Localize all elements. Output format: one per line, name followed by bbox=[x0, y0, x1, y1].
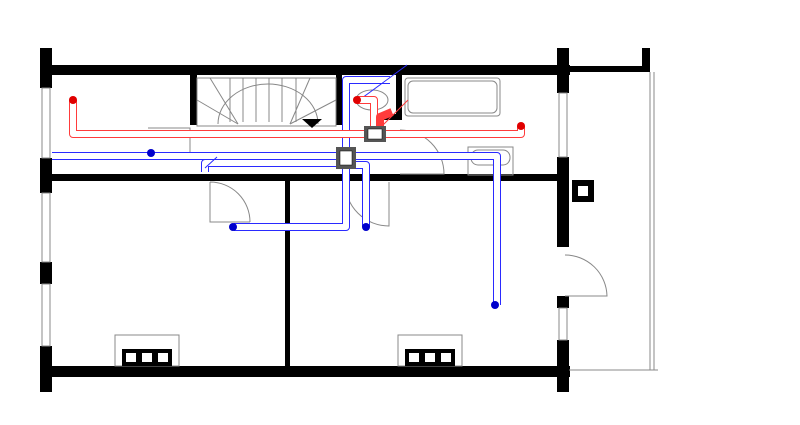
bottom-wall bbox=[40, 366, 570, 377]
door-bedroom-left bbox=[209, 181, 251, 223]
stair-outline bbox=[196, 77, 337, 127]
right-wall-bottom bbox=[557, 340, 569, 392]
bedroom-divider-wall bbox=[285, 181, 290, 366]
supply-terminal bbox=[69, 96, 77, 104]
stair-step bbox=[289, 99, 337, 125]
left-wall-mid2 bbox=[40, 262, 52, 284]
ventilation-unit-supply bbox=[364, 126, 386, 142]
radiator-cell bbox=[126, 353, 136, 362]
door-annex bbox=[564, 254, 608, 297]
exhaust-arrow-2 bbox=[204, 156, 218, 169]
stair-wall-left bbox=[190, 75, 197, 125]
exhaust-arrow bbox=[361, 64, 408, 99]
right-wall-low bbox=[557, 296, 569, 308]
exhaust-terminal bbox=[362, 223, 370, 231]
annex-top-wall bbox=[569, 66, 649, 72]
unit-core bbox=[339, 150, 353, 166]
supply-duct-toilet-inner bbox=[357, 97, 377, 130]
radiator-cell bbox=[441, 353, 451, 362]
supply-ducts bbox=[69, 96, 525, 138]
unit-core bbox=[367, 128, 383, 140]
exhaust-terminal bbox=[147, 149, 155, 157]
ventilation-unit-exhaust bbox=[336, 147, 356, 169]
stair-step bbox=[289, 77, 311, 125]
right-wall-mid bbox=[557, 157, 569, 247]
exhaust-terminal bbox=[491, 301, 499, 309]
sink bbox=[467, 146, 514, 176]
annex-post bbox=[642, 48, 650, 72]
bathtub bbox=[404, 77, 501, 117]
left-wall-top bbox=[40, 48, 52, 88]
windows bbox=[41, 72, 658, 371]
supply-duct-bath bbox=[376, 108, 394, 130]
window-left-3 bbox=[41, 283, 51, 347]
stair-step bbox=[196, 99, 239, 125]
radiator-cell bbox=[142, 353, 152, 362]
exhaust-ducts bbox=[52, 64, 501, 309]
walls bbox=[40, 48, 650, 392]
stair-step bbox=[209, 77, 239, 125]
top-wall bbox=[40, 65, 570, 75]
stair-direction-arrow bbox=[302, 119, 322, 128]
radiator-right bbox=[397, 334, 463, 367]
supply-terminal bbox=[353, 96, 361, 104]
left-wall-mid bbox=[40, 158, 52, 193]
exhaust-duct-left-inner bbox=[202, 160, 345, 172]
window-right-1 bbox=[558, 92, 568, 158]
window-left-1 bbox=[41, 87, 51, 159]
supply-duct-main-inner bbox=[70, 100, 524, 137]
chimney-core bbox=[578, 186, 588, 196]
window-right-2 bbox=[558, 307, 568, 341]
left-wall-bottom bbox=[40, 346, 52, 392]
stair-arc bbox=[217, 83, 319, 125]
window-left-2 bbox=[41, 192, 51, 263]
radiator-cell bbox=[409, 353, 419, 362]
bathtub-inner bbox=[407, 80, 498, 114]
exhaust-duct-main-inner bbox=[52, 153, 500, 305]
right-wall-top bbox=[557, 48, 569, 93]
supply-terminal bbox=[517, 122, 525, 130]
supply-duct-main bbox=[69, 100, 525, 138]
stair-wall-right bbox=[336, 75, 342, 125]
staircase bbox=[196, 77, 337, 128]
corridor-wall bbox=[52, 174, 557, 181]
radiator-left bbox=[114, 334, 180, 367]
supply-arrow bbox=[379, 99, 409, 129]
radiator-cell bbox=[425, 353, 435, 362]
radiator-cell bbox=[158, 353, 168, 362]
exhaust-terminal bbox=[229, 223, 237, 231]
toilet-wall bbox=[396, 75, 402, 120]
door-corridor bbox=[148, 127, 191, 160]
